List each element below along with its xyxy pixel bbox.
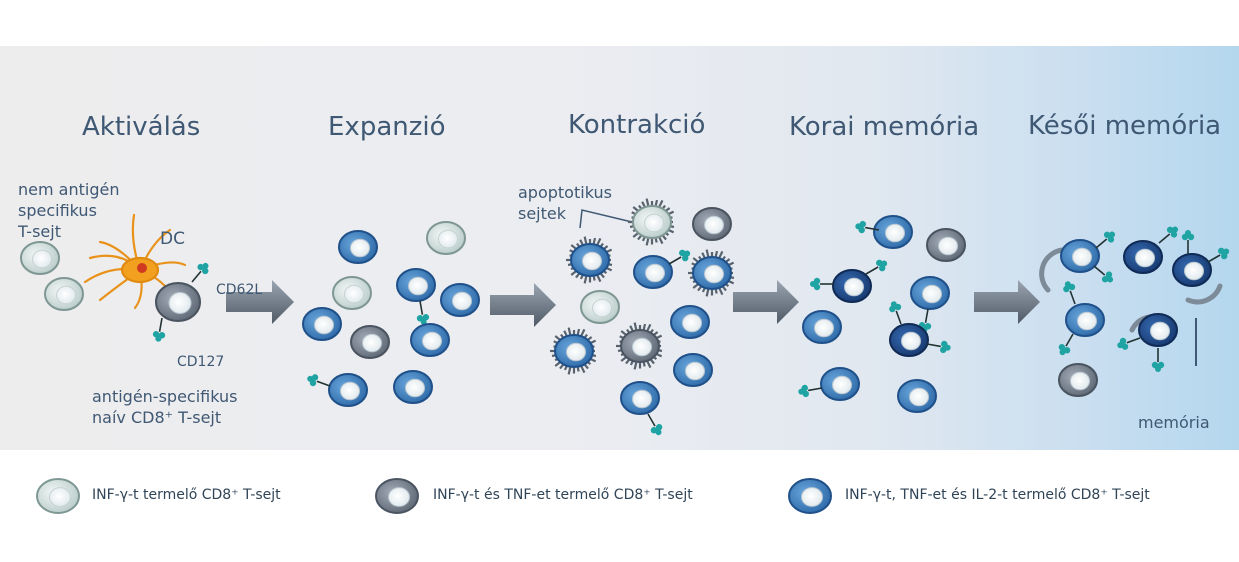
arrow-4 xyxy=(974,280,1040,324)
legend-item-blue: INF-γ-t, TNF-et és IL-2-t termelő CD8⁺ T… xyxy=(845,487,1150,503)
receptor-icon xyxy=(798,384,823,398)
label-memory: memória xyxy=(1138,413,1210,432)
cell-gray xyxy=(616,322,663,370)
cell-nonspecific-1 xyxy=(20,241,60,275)
cell-gray xyxy=(1058,363,1098,397)
cell-light xyxy=(628,198,675,246)
cell-blue xyxy=(396,268,436,325)
legend-cells xyxy=(36,478,832,514)
receptor-icon xyxy=(1095,231,1116,249)
receptor-icon xyxy=(1151,348,1165,372)
cell-dark xyxy=(1117,313,1178,372)
cell-dark xyxy=(1123,226,1179,274)
cell-blue xyxy=(1060,231,1116,283)
cell-blue xyxy=(688,249,735,297)
arrow-1 xyxy=(226,280,294,324)
cell-blue xyxy=(393,370,433,404)
receptor-icon xyxy=(855,220,880,234)
cell-naive-cd8 xyxy=(152,262,209,342)
diagram-background xyxy=(0,46,1239,450)
receptor-icon xyxy=(191,262,209,283)
receptor-icon xyxy=(647,413,663,436)
receptor-icon xyxy=(416,300,430,325)
cell-blue xyxy=(633,249,691,289)
cell-blue xyxy=(338,230,378,264)
cell-dark xyxy=(810,259,888,303)
cell-blue xyxy=(802,310,842,344)
label-dc: DC xyxy=(160,229,185,249)
receptor-icon xyxy=(1093,265,1114,283)
cell-dark xyxy=(1172,230,1230,287)
receptor-icon xyxy=(1063,281,1076,305)
receptor-icon xyxy=(1117,337,1141,350)
receptor-icon xyxy=(668,249,691,265)
cell-light xyxy=(332,276,372,310)
cell-light xyxy=(580,290,620,324)
cell-nonspecific-2 xyxy=(44,277,84,311)
cell-blue xyxy=(410,323,450,357)
legend-item-gray: INF-γ-t és TNF-et termelő CD8⁺ T-sejt xyxy=(433,487,693,503)
label-apoptotic: apoptotikus sejtek xyxy=(518,183,612,223)
cell-blue xyxy=(550,327,597,375)
cell-blue xyxy=(855,215,913,249)
stage-title-activation: Aktiválás xyxy=(82,112,201,142)
label-non-specific: nem antigén specifikus T-sejt xyxy=(18,180,120,241)
cell-blue xyxy=(910,276,950,333)
cell-gray xyxy=(350,325,390,359)
receptor-icon xyxy=(889,301,902,325)
label-cd127: CD127 xyxy=(177,354,225,370)
arrow-2 xyxy=(490,283,556,327)
stage-title-contraction: Kontrakció xyxy=(568,110,706,140)
receptor-icon xyxy=(152,317,166,342)
cell-blue xyxy=(440,283,480,317)
receptor-icon xyxy=(1207,247,1230,263)
label-naive-specific: antigén-specifikus naív CD8⁺ T-sejt xyxy=(92,387,238,427)
arrow-3 xyxy=(733,280,799,324)
receptor-icon xyxy=(865,259,888,275)
dendritic-cell xyxy=(83,213,187,310)
stage-title-late-memory: Késői memória xyxy=(1028,111,1222,141)
receptor-icon xyxy=(926,340,951,354)
process-arrows xyxy=(226,280,1040,327)
receptor-icon xyxy=(1158,226,1179,244)
cell-blue xyxy=(798,367,860,401)
cell-dark xyxy=(889,301,951,357)
legend-item-light: INF-γ-t termelő CD8⁺ T-sejt xyxy=(92,487,281,503)
cell-blue xyxy=(307,373,368,407)
cell-blue xyxy=(620,381,663,436)
legend-cell-gray xyxy=(375,478,419,514)
cell-blue xyxy=(566,236,613,284)
legend-cell-light xyxy=(36,478,80,514)
receptor-icon xyxy=(1058,333,1074,356)
cell-blue xyxy=(1058,281,1105,356)
apoptotic-pointer xyxy=(579,209,633,229)
receptor-icon xyxy=(810,277,834,291)
cells-layer xyxy=(20,198,1230,436)
cell-blue xyxy=(897,379,937,413)
cell-blue xyxy=(670,305,710,339)
cell-gray xyxy=(926,228,966,262)
stage-title-early-memory: Korai memória xyxy=(789,112,980,142)
cell-light xyxy=(426,221,466,255)
cell-gray xyxy=(692,207,732,241)
legend-cell-blue xyxy=(788,478,832,514)
cell-blue xyxy=(302,307,342,341)
label-cd62l: CD62L xyxy=(216,282,263,298)
receptor-icon xyxy=(1181,230,1195,254)
stage-title-expansion: Expanzió xyxy=(328,112,446,142)
receptor-icon xyxy=(307,374,331,387)
cell-blue xyxy=(673,353,713,387)
